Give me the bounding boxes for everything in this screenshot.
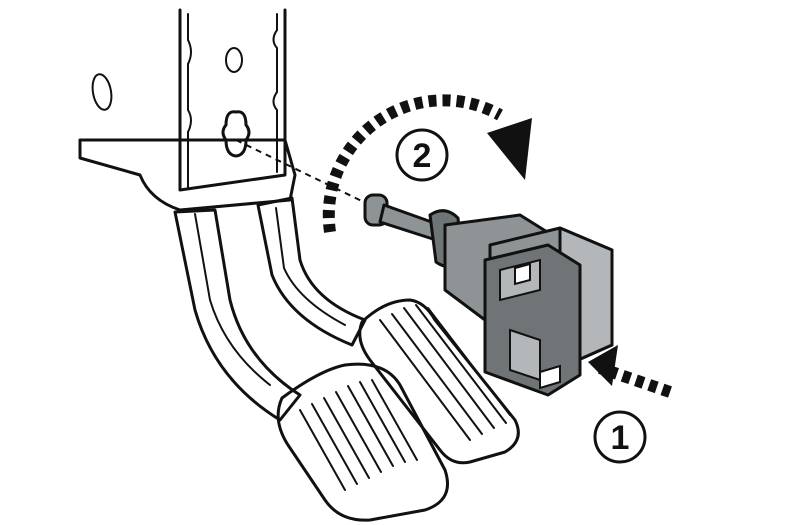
electrical-connector-plug [483, 243, 582, 397]
callout-1-label: 1 [611, 419, 630, 457]
clutch-pedal [173, 208, 449, 522]
callout-2-label: 2 [413, 137, 432, 175]
push-arrow [588, 345, 672, 398]
rotation-arrow [322, 94, 532, 233]
brake-pedal-pad [358, 298, 520, 465]
callout-1: 1 [593, 410, 647, 464]
clutch-pedal-pad [276, 362, 449, 522]
pedal-bracket [78, 8, 297, 212]
alignment-line [235, 139, 371, 206]
brake-pedal [256, 196, 520, 465]
callout-2: 2 [395, 128, 449, 182]
brake-light-switch [363, 193, 614, 397]
